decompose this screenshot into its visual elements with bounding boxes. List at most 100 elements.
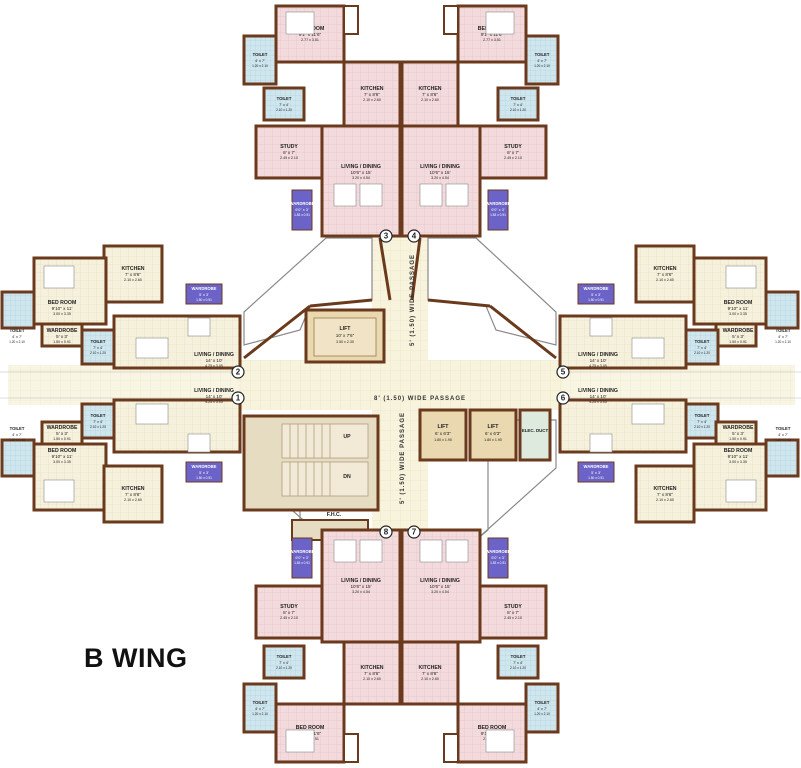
toilet-3b-metric: 2.10 x 1.20 [276,108,292,112]
lift-b-metric: 1.80 x 1.90 [484,438,502,442]
wardrobe-3b [343,5,359,35]
toilet-8a-dim: 4' x 7' [255,707,265,711]
lift-a-name: LIFT [438,424,450,430]
kitchen-3-dim: 7' x 8'6" [364,92,380,97]
kitchen-5-metric: 2.10 x 2.60 [656,278,674,282]
kitchen-1-metric: 2.10 x 2.60 [124,498,142,502]
toilet-4a-name: TOILET [535,52,550,57]
lift-b-dim: 6' x 6'3" [485,431,501,436]
kitchen-3-name: KITCHEN [360,86,383,92]
wardrobe-8 [291,537,313,579]
toilet-8b-name: TOILET [277,654,292,659]
wardrobe-5-metric: 1.50 x 0.91 [588,298,604,302]
toilet-8a-metric: 1.20 x 2.10 [252,712,268,716]
toilet-5b-metric: 2.10 x 1.20 [694,351,710,355]
wardrobe-6-name: WARDROBE [584,464,609,469]
toilet-5a-metric: 1.20 x 2.10 [775,340,791,344]
fhc-label: F.H.C. [327,512,342,518]
bed-room-4-metric: 2.77 x 3.51 [483,38,501,42]
living-1 [112,398,242,454]
wardrobe-2-name: WARDROBE [192,286,217,291]
kitchen-6-dim: 7' x 8'6" [657,492,673,497]
horizontal-passage-label: 8' (1.50) WIDE PASSAGE [374,396,466,402]
living-7-dim: 10'6" x 15' [429,584,450,589]
wardrobe-3-name: WARDROBE [290,201,315,206]
toilet-8b-metric: 2.10 x 1.20 [276,666,292,670]
furniture [187,317,211,337]
toilet-2a [0,290,36,330]
toilet-8b-dim: 7' x 4' [279,661,289,665]
living-7-name: LIVING / DINING [420,578,460,584]
living-4-dim: 10'6" x 15' [429,170,450,175]
wardrobe-5b-name: WARDROBE [723,328,754,334]
flat-number: 3 [384,232,389,241]
bed-room-5-metric: 3.00 x 3.35 [729,312,747,316]
toilet-2a-dim: 4' x 7' [12,335,22,339]
toilet-2b-metric: 2.10 x 1.20 [90,351,106,355]
lift-large-name: LIFT [340,326,352,332]
wardrobe-4b [443,5,459,35]
toilet-3a [242,34,278,86]
flat-number-badge [556,365,570,379]
kitchen-8-name: KITCHEN [360,665,383,671]
toilet-6a-dim: 4' x 7' [778,433,788,437]
living-4-metric: 3.20 x 4.54 [431,176,449,180]
bed-room-4-dim: 9'1" x 11'6" [481,32,504,37]
wardrobe-3-dim: 6'0" x 3' [295,208,308,212]
living-5 [558,314,688,370]
toilet-5a-name: TOILET [776,328,791,333]
living-4-name: LIVING / DINING [420,164,460,170]
lift-b-name: LIFT [488,424,500,430]
kitchen-6-name: KITCHEN [653,486,676,492]
study-8-dim: 8' x 7' [283,610,295,615]
furniture [135,337,169,359]
flat-number: 8 [384,528,389,537]
furniture [631,403,665,425]
wardrobe-5b-metric: 1.50 x 0.91 [729,340,747,344]
kitchen-4-dim: 7' x 8'6" [422,92,438,97]
study-3-name: STUDY [280,144,298,150]
wardrobe-7-dim: 6'0" x 3' [491,556,504,560]
wardrobe-6-metric: 1.50 x 0.91 [588,476,604,480]
bed-room-5-dim: 9'10" x 11' [728,306,749,311]
wardrobe-2-dim: 5' x 3' [199,293,209,297]
furniture [419,539,443,563]
kitchen-2-metric: 2.10 x 2.60 [124,278,142,282]
flat-number: 4 [412,232,417,241]
toilet-2a-metric: 1.20 x 2.10 [9,340,25,344]
kitchen-7-dim: 7' x 8'6" [422,671,438,676]
toilet-2b-dim: 7' x 4' [93,346,103,350]
flat-number: 6 [561,394,566,403]
furniture [445,183,469,207]
toilet-4a-dim: 4' x 7' [537,59,547,63]
living-2 [112,314,242,370]
living-8-metric: 3.20 x 4.54 [352,590,370,594]
toilet-3a-name: TOILET [253,52,268,57]
toilet-5a-dim: 4' x 7' [778,335,788,339]
wardrobe-7-metric: 1.83 x 0.91 [490,561,506,565]
staircase [242,414,380,541]
kitchen-7-name: KITCHEN [418,665,441,671]
wardrobe-1b-metric: 1.50 x 0.91 [53,437,71,441]
toilet-7a-metric: 1.20 x 2.10 [534,712,550,716]
kitchen-5-name: KITCHEN [653,266,676,272]
wardrobe-7-name: WARDROBE [486,549,511,554]
furniture [589,317,613,337]
kitchen-7 [400,640,460,706]
furniture [359,183,383,207]
living-7-metric: 3.20 x 4.54 [431,590,449,594]
wardrobe-1-name: WARDROBE [192,464,217,469]
toilet-5a [764,290,800,330]
study-8-metric: 2.45 x 2.10 [280,616,298,620]
kitchen-5-dim: 7' x 8'6" [657,272,673,277]
bed-room-8-name: BED ROOM [296,725,325,731]
wardrobe-2-metric: 1.50 x 0.91 [196,298,212,302]
living-3 [320,124,402,238]
bed-room-7-name: BED ROOM [478,725,507,731]
wardrobe-2b-name: WARDROBE [47,328,78,334]
lift-core [304,308,552,462]
wardrobe-4-name: WARDROBE [486,201,511,206]
living-2-dim: 14' x 10' [206,358,223,363]
